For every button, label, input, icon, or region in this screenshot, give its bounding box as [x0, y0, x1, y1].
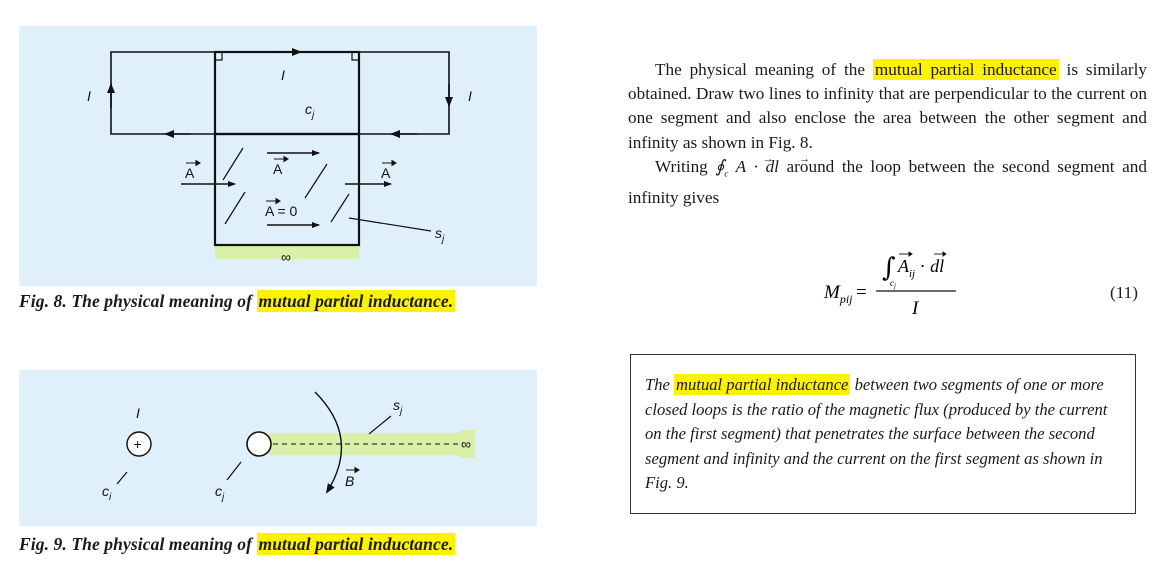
label-vector-right: A [381, 165, 391, 181]
label-current-left: I [87, 88, 91, 104]
paragraph-1: The physical meaning of the mutual parti… [628, 58, 1147, 155]
paragraph-2: Writing ∮c A→ · dl→ around the loop betw… [628, 153, 1147, 210]
conductor-j [246, 431, 272, 457]
label-plus: + [134, 436, 142, 452]
conductor-i [126, 431, 152, 457]
label-segment-ci: ci [102, 483, 112, 503]
definition-text-start: The [645, 375, 675, 394]
figure-9-caption-text: Fig. 9. The physical meaning of [19, 534, 257, 554]
s-pointer-line [348, 217, 432, 232]
equation-equals: = [856, 282, 867, 303]
right-angle-mark-right [351, 52, 359, 61]
figure-8-caption-text: Fig. 8. The physical meaning of [19, 291, 257, 311]
infinity-surface-strip [215, 245, 359, 259]
figure-9-caption-highlight: mutual partial inductance. [256, 533, 456, 555]
figure-8-diagram: I I I cj A A A A = 0 sj ∞ [87, 48, 472, 265]
label-segment-c: cj [305, 101, 315, 121]
left-return-wire [110, 51, 215, 135]
para1-highlight: mutual partial inductance [872, 59, 1059, 80]
label-surface-s: sj [435, 225, 445, 245]
right-return-wire [359, 51, 450, 135]
figure-9-panel: + I ci cj B sj ∞ [19, 370, 537, 526]
label-field-b: B [345, 473, 354, 489]
label-vector-mid: A [273, 161, 283, 177]
integral-subscript: cj [890, 278, 896, 290]
label-surface-s: sj [393, 397, 403, 417]
ci-pointer [116, 471, 128, 485]
equation-11: Mpij = ∫ cj Aij · dl I [823, 251, 956, 319]
para1-text-start: The physical meaning of the [655, 60, 873, 79]
equation-lhs: Mpij [823, 282, 853, 306]
para1-text-end: is similarly obtained. Draw two lines to… [628, 60, 1147, 152]
label-infinity: ∞ [281, 249, 291, 265]
s-pointer-line [368, 415, 392, 435]
label-current-top: I [281, 67, 285, 83]
para2-text-start: Writing [655, 157, 716, 176]
equation-number: (11) [1110, 283, 1138, 302]
definition-highlight: mutual partial inductance [674, 374, 851, 395]
equation-overarrows [899, 251, 947, 257]
upper-loop-box [213, 50, 361, 136]
definition-box: The mutual partial inductance between tw… [630, 354, 1136, 514]
figure-9-caption: Fig. 9. The physical meaning of mutual p… [19, 533, 456, 555]
label-current-right: I [468, 88, 472, 104]
figure-8-caption: Fig. 8. The physical meaning of mutual p… [19, 290, 456, 312]
label-vector-zero: A = 0 [265, 203, 298, 219]
para2-text-end: around the loop between the second segme… [628, 157, 1147, 207]
right-angle-mark-left [215, 52, 223, 61]
definition-text-end: between two segments of one or more clos… [645, 375, 1108, 492]
vector-overarrows [186, 155, 397, 205]
magnetic-field-arc [314, 391, 343, 494]
contour-integral-inline: ∮c A→ · dl→ [715, 153, 811, 179]
b-overarrow [346, 466, 360, 474]
figure-8-caption-highlight: mutual partial inductance. [256, 290, 456, 312]
equation-numerator: Aij · dl [897, 256, 944, 280]
integral-sign: ∫ [882, 253, 896, 283]
figure-8-panel: I I I cj A A A A = 0 sj ∞ [19, 26, 537, 286]
label-infinity: ∞ [461, 436, 471, 452]
cj-pointer [226, 461, 242, 481]
figure-9-diagram: + I ci cj B sj ∞ [102, 391, 475, 503]
surface-strip-end [459, 430, 475, 458]
lower-region-box [213, 132, 361, 247]
label-segment-cj: cj [215, 483, 225, 503]
surface-hatching [222, 147, 350, 225]
equation-denominator: I [911, 298, 920, 319]
label-vector-left: A [185, 165, 195, 181]
label-current: I [136, 405, 140, 421]
